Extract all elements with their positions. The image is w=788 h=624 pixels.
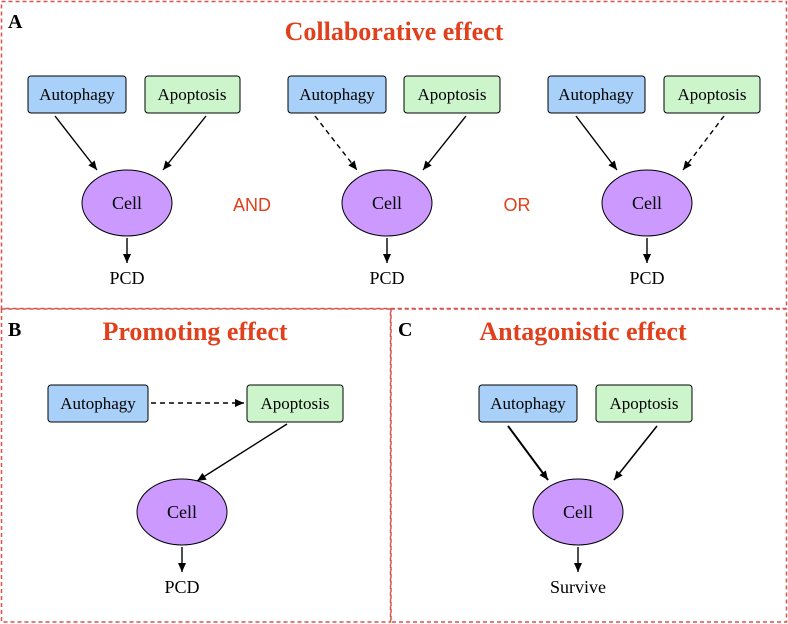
a2-edge-apoptosis-cell xyxy=(422,115,467,171)
a1-edge-apoptosis-cell xyxy=(162,115,207,171)
a2-autophagy-box xyxy=(287,75,387,114)
a3-edge-autophagy-cell xyxy=(575,115,618,171)
c-cell-node xyxy=(532,478,624,546)
b-pcd-label: PCD xyxy=(164,577,199,597)
c-edge-apoptosis-cell xyxy=(613,425,658,481)
b-apoptosis-label: Apoptosis xyxy=(261,394,330,413)
a3-cell-node xyxy=(601,169,693,237)
c-survive-label: Survive xyxy=(550,577,606,597)
b-edge-apoptosis-cell xyxy=(196,423,288,482)
panel-b-frame xyxy=(0,308,392,623)
a1-apoptosis-box xyxy=(144,75,241,114)
b-apoptosis-box xyxy=(246,384,344,423)
a1-cell-label: Cell xyxy=(112,193,142,213)
panel-b-letter: B xyxy=(8,319,21,341)
panel-a-or-label: OR xyxy=(504,195,531,215)
a3-autophagy-label: Autophagy xyxy=(558,85,634,104)
a1-pcd-label: PCD xyxy=(109,268,144,288)
panel-c-title: Antagonistic effect xyxy=(479,317,687,346)
a3-cell-label: Cell xyxy=(632,193,662,213)
panel-c-group: Autophagy Apoptosis Cell Survive xyxy=(478,384,693,597)
panel-a-frame xyxy=(0,0,788,310)
a3-apoptosis-box xyxy=(663,75,761,114)
a1-apoptosis-label: Apoptosis xyxy=(158,85,227,104)
a3-autophagy-box xyxy=(547,75,646,114)
a2-apoptosis-box xyxy=(403,75,501,114)
a2-pcd-label: PCD xyxy=(369,268,404,288)
a1-cell-node xyxy=(81,169,173,237)
panel-a-title: Collaborative effect xyxy=(285,17,504,46)
panel-a-and-label: AND xyxy=(233,195,271,215)
panel-a2-group: Autophagy Apoptosis Cell PCD xyxy=(287,75,501,288)
c-apoptosis-box xyxy=(595,384,693,423)
a3-apoptosis-label: Apoptosis xyxy=(678,85,747,104)
a2-cell-node xyxy=(341,169,433,237)
panel-b-group: Autophagy Apoptosis Cell PCD xyxy=(47,384,344,597)
a3-pcd-label: PCD xyxy=(629,268,664,288)
panel-b-title: Promoting effect xyxy=(102,317,287,346)
a2-apoptosis-label: Apoptosis xyxy=(418,85,487,104)
panel-c-letter: C xyxy=(398,319,412,341)
b-cell-node xyxy=(136,478,228,546)
panel-c-frame xyxy=(390,308,788,623)
c-autophagy-box xyxy=(478,384,578,423)
a1-autophagy-label: Autophagy xyxy=(39,85,115,104)
c-autophagy-label: Autophagy xyxy=(490,394,566,413)
panel-a1-group: Autophagy Apoptosis Cell PCD xyxy=(27,75,241,288)
b-cell-label: Cell xyxy=(167,502,197,522)
b-autophagy-box xyxy=(47,384,149,423)
c-edge-autophagy-cell xyxy=(507,425,549,481)
a1-edge-autophagy-cell xyxy=(54,115,98,171)
a2-cell-label: Cell xyxy=(372,193,402,213)
a2-autophagy-label: Autophagy xyxy=(299,85,375,104)
c-apoptosis-label: Apoptosis xyxy=(610,394,679,413)
a3-edge-apoptosis-cell xyxy=(682,115,725,171)
c-cell-label: Cell xyxy=(563,502,593,522)
a1-autophagy-box xyxy=(27,75,127,114)
b-autophagy-label: Autophagy xyxy=(60,394,136,413)
panel-a-letter: A xyxy=(8,11,23,33)
a2-edge-autophagy-cell xyxy=(314,115,358,171)
panel-a3-group: Autophagy Apoptosis Cell PCD xyxy=(547,75,761,288)
